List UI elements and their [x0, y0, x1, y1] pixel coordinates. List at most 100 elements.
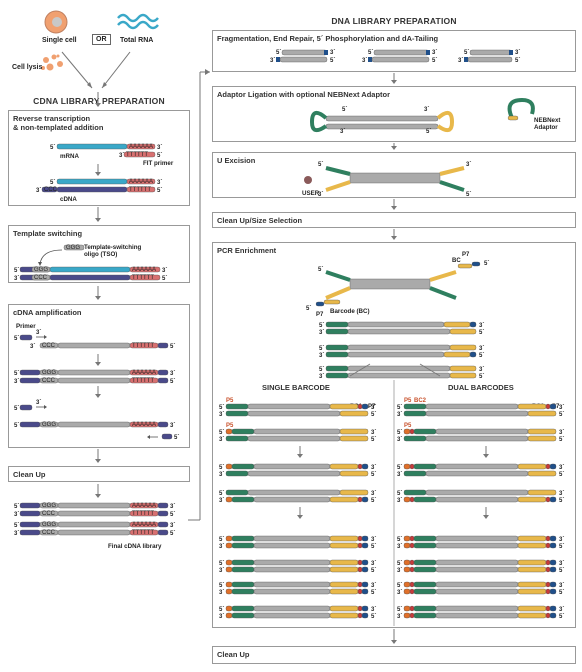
- p5-label: P5: [404, 423, 412, 429]
- amp-pair-end: [157, 377, 169, 384]
- five-prime-label: 5´: [397, 430, 402, 436]
- three-prime-label: 3´: [559, 491, 564, 497]
- adaptor-yellow: [517, 612, 547, 619]
- adaptor-yellow: [339, 428, 369, 435]
- bc1-segment: [357, 496, 363, 503]
- bc1-segment: [357, 566, 363, 573]
- adaptor-yellow: [443, 321, 471, 328]
- adaptor-yellow: [329, 403, 359, 410]
- three-prime-label: 3´: [162, 268, 167, 274]
- tso-curve: [39, 249, 63, 265]
- three-prime-label: 3´: [397, 498, 402, 504]
- single-final-lib-insert: [253, 559, 331, 566]
- polya-tail: [129, 266, 161, 273]
- adaptor-green: [403, 435, 427, 442]
- adaptor-yellow: [339, 489, 369, 496]
- polya-tail: [126, 178, 156, 185]
- three-prime-label: 3´: [466, 162, 471, 168]
- three-prime-label: 3´: [559, 430, 564, 436]
- bc1-segment: [545, 463, 551, 470]
- adaptor-green: [325, 321, 349, 328]
- size-box: Clean Up/Size Selection: [212, 212, 576, 228]
- polyt-text: TTTTTT: [129, 187, 151, 193]
- cdna-end: [157, 421, 169, 428]
- p7-segment: [361, 463, 369, 470]
- adaptor-yellow: [339, 435, 369, 442]
- right-hairpin: [436, 110, 455, 133]
- five-prime-label: 5´: [479, 330, 484, 336]
- p5-segment: [225, 463, 233, 470]
- dual-final-lib-insert: [435, 605, 519, 612]
- adaptor-green: [231, 463, 255, 470]
- fit-primer-strand: [123, 151, 156, 158]
- cell-lysis-icon: [41, 54, 63, 71]
- pcr-lib-insert: [347, 321, 445, 328]
- fragment-bottom: [467, 56, 513, 63]
- dual-lib-insert: [425, 470, 529, 477]
- p7-segment: [315, 301, 325, 307]
- tso-label: Template-switching oligo (TSO): [84, 244, 142, 258]
- single-lib-insert: [247, 410, 341, 417]
- five-prime-label: 5´: [559, 544, 564, 550]
- polya-text: AAAAAA: [132, 422, 156, 428]
- ccc-text: CCC: [42, 530, 56, 536]
- p7-segment: [469, 351, 477, 358]
- primer-strand: [19, 334, 33, 341]
- adaptor-yellow: [527, 428, 557, 435]
- fit-primer-label: FIT primer: [143, 160, 174, 167]
- five-prime-label: 5´: [219, 405, 224, 411]
- bc2-segment: [409, 581, 415, 588]
- p5-segment: [403, 559, 411, 566]
- five-prime-label: 5´: [219, 430, 224, 436]
- adaptor-yellow: [329, 612, 359, 619]
- three-prime-label: 3´: [119, 153, 124, 159]
- adaptor-green: [325, 344, 349, 351]
- adaptor-yellow: [329, 559, 359, 566]
- dual-arrow-head: [483, 515, 489, 519]
- five-prime-label: 5´: [219, 537, 224, 543]
- adaptor-green: [413, 588, 437, 595]
- p5-segment: [403, 496, 411, 503]
- five-prime-label: 5´: [162, 276, 167, 282]
- bc1-segment: [545, 535, 551, 542]
- five-prime-label: 5´: [170, 531, 175, 537]
- adaptor-green: [403, 410, 427, 417]
- ccc-text: CCC: [42, 343, 56, 349]
- adaptor-yellow: [329, 605, 359, 612]
- pcr-title: PCR Enrichment: [217, 246, 277, 255]
- adaptor-yellow: [329, 496, 359, 503]
- polyt-text: TTTTTT: [132, 511, 154, 517]
- polyt-text: TTTTTT: [132, 378, 154, 384]
- adaptor-green: [231, 612, 255, 619]
- dual-final-lib-insert: [435, 566, 519, 573]
- p7-segment: [361, 542, 369, 549]
- single-lib-insert: [247, 403, 331, 410]
- bc1-segment: [357, 588, 363, 595]
- adaptor-yellow: [443, 351, 471, 358]
- five-prime-label: 5´: [559, 568, 564, 574]
- adaptor-yellow: [527, 489, 557, 496]
- five-prime-label: 5´: [559, 472, 564, 478]
- five-prime-label: 5´: [432, 58, 437, 64]
- u-adaptor-green-left: [325, 166, 351, 176]
- right-cleanup-title: Clean Up: [217, 650, 250, 659]
- five-prime-label: 5´: [170, 512, 175, 518]
- fragment-top: [281, 49, 328, 56]
- three-prime-label: 3´: [319, 330, 324, 336]
- bc1-segment: [545, 566, 551, 573]
- single-final-lib-insert: [253, 542, 331, 549]
- adaptor-yellow: [329, 535, 359, 542]
- five-prime-label: 5´: [342, 107, 347, 113]
- three-prime-label: 3´: [432, 50, 437, 56]
- single-final-lib-insert: [253, 605, 331, 612]
- three-prime-label: 3´: [397, 437, 402, 443]
- p7-segment: [361, 559, 369, 566]
- three-prime-label: 3´: [219, 614, 224, 620]
- five-prime-label: 5´: [219, 607, 224, 613]
- p5-segment: [225, 559, 233, 566]
- five-prime-label: 5´: [219, 561, 224, 567]
- ggg-text: GGG: [66, 245, 80, 251]
- three-prime-label: 3´: [371, 465, 376, 471]
- p7-segment: [361, 588, 369, 595]
- five-prime-label: 5´: [14, 406, 19, 412]
